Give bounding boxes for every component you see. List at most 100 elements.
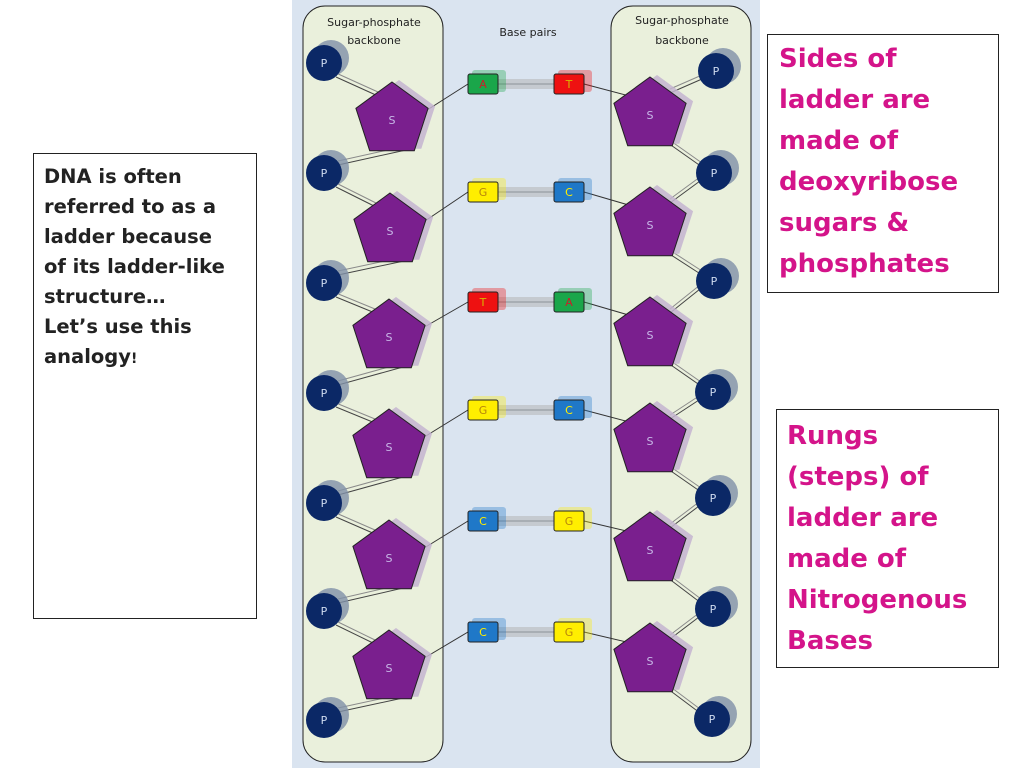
- phosphate-circle-right: [695, 374, 731, 410]
- base-label-left: C: [479, 515, 487, 528]
- left-phosphate-sugar-bond: [335, 620, 376, 641]
- base-a-right: [553, 291, 585, 313]
- sugar-pentagon-left: [352, 298, 426, 369]
- right-phosphate-sugar-bond: [669, 74, 703, 90]
- description-line: structure…: [44, 285, 166, 308]
- phosphate-circle-left: [306, 265, 342, 301]
- right-phosphate-sugar-bond: [669, 284, 701, 310]
- right-backbone-header-line1: Sugar-phosphate: [635, 14, 729, 27]
- description-text-box: DNA is often referred to as a ladder bec…: [33, 153, 257, 619]
- sugar-label: S: [647, 435, 654, 448]
- base-label-right: C: [565, 186, 573, 199]
- right-sugar-phosphate-bond: [667, 688, 701, 714]
- right-sugar-phosphate-bond: [667, 252, 703, 276]
- dna-ladder-diagram: Sugar-phosphate backbone Base pairs Suga…: [292, 0, 760, 768]
- base-c-right: [553, 181, 585, 203]
- right-sugar-phosphate-bond: [667, 142, 703, 168]
- rungs-line: made of: [787, 544, 907, 574]
- base-label-left: G: [479, 186, 488, 199]
- right-phosphate-sugar-bond: [669, 395, 700, 416]
- sides-text-box: Sides of ladder are made of deoxyribose …: [767, 34, 999, 293]
- base-label-right: A: [565, 296, 573, 309]
- rungs-line: (steps) of: [787, 462, 929, 492]
- phosphate-circle-right: [696, 263, 732, 299]
- sugar-label: S: [386, 552, 393, 565]
- base-a-left: [467, 73, 499, 95]
- base-label-right: T: [565, 78, 573, 91]
- right-sugar-phosphate-bond: [667, 468, 702, 493]
- phosphate-label: P: [321, 714, 328, 727]
- base-g-left: [467, 181, 499, 203]
- sugar-pentagon-left: [352, 519, 426, 590]
- left-phosphate-sugar-bond: [335, 296, 376, 314]
- base-t-right: [553, 73, 585, 95]
- description-line: DNA is often: [44, 165, 182, 188]
- sugar-label: S: [386, 662, 393, 675]
- left-phosphate-sugar-bond: [335, 182, 377, 204]
- phosphate-label: P: [709, 713, 716, 726]
- description-line: referred to as a: [44, 195, 216, 218]
- sugar-label: S: [389, 114, 396, 127]
- phosphate-label: P: [711, 275, 718, 288]
- base-label-left: C: [479, 626, 487, 639]
- sugar-pentagon-left: [355, 81, 429, 152]
- left-sugar-phosphate-bond: [337, 476, 404, 496]
- base-label-left: T: [479, 296, 487, 309]
- base-label-right: G: [565, 515, 574, 528]
- sugar-label: S: [647, 219, 654, 232]
- left-phosphate-sugar-bond: [335, 402, 376, 420]
- right-phosphate-sugar-bond: [669, 612, 700, 636]
- left-phosphate-sugar-bond: [335, 516, 376, 535]
- left-sugar-phosphate-bond: [337, 366, 404, 386]
- sides-line: phosphates: [779, 249, 950, 279]
- base-label-right: C: [565, 404, 573, 417]
- description-line: ladder because: [44, 225, 213, 248]
- sugar-pentagon-right: [613, 76, 687, 147]
- left-phosphate-sugar-bond: [335, 512, 376, 531]
- sides-line: made of: [779, 126, 899, 156]
- base-c-left: [467, 510, 499, 532]
- left-backbone-header-line2: backbone: [347, 34, 401, 47]
- sugar-label: S: [387, 225, 394, 238]
- left-phosphate-sugar-bond: [335, 406, 376, 424]
- sides-line: sugars &: [779, 208, 910, 238]
- rungs-text-box: Rungs (steps) of ladder are made of Nitr…: [776, 409, 999, 668]
- sugar-pentagon-right: [613, 402, 687, 473]
- left-backbone-header-line1: Sugar-phosphate: [327, 16, 421, 29]
- base-label-left: A: [479, 78, 487, 91]
- sugar-pentagon-left: [352, 629, 426, 700]
- phosphate-circle-left: [306, 593, 342, 629]
- rungs-line: Rungs: [787, 421, 879, 451]
- base-label-left: G: [479, 404, 488, 417]
- phosphate-label: P: [710, 492, 717, 505]
- phosphate-label: P: [710, 603, 717, 616]
- base-t-left: [467, 291, 499, 313]
- phosphate-label: P: [321, 167, 328, 180]
- right-phosphate-sugar-bond: [669, 176, 701, 200]
- left-phosphate-sugar-bond: [335, 186, 377, 208]
- rungs-line: Nitrogenous: [787, 585, 968, 615]
- sugar-pentagon-right: [613, 296, 687, 367]
- left-sugar-phosphate-bond: [337, 149, 407, 166]
- left-phosphate-sugar-bond: [335, 76, 379, 97]
- rungs-line: ladder are: [787, 503, 939, 533]
- phosphate-circle-left: [306, 702, 342, 738]
- base-label-right: G: [565, 626, 574, 639]
- sugar-pentagon-left: [352, 408, 426, 479]
- left-phosphate-sugar-bond: [335, 72, 379, 93]
- phosphate-label: P: [713, 65, 720, 78]
- description-analogy-word: analogy: [44, 345, 131, 368]
- sugar-label: S: [386, 331, 393, 344]
- left-phosphate-sugar-bond: [335, 624, 376, 645]
- right-backbone-header-line2: backbone: [655, 34, 709, 47]
- rungs-line: Bases: [787, 626, 873, 656]
- sides-line: Sides of: [779, 44, 897, 74]
- phosphate-circle-right: [698, 53, 734, 89]
- right-sugar-phosphate-bond: [667, 577, 702, 604]
- phosphate-label: P: [321, 387, 328, 400]
- phosphate-circle-left: [306, 375, 342, 411]
- phosphate-label: P: [321, 605, 328, 618]
- phosphate-label: P: [710, 386, 717, 399]
- base-c-left: [467, 621, 499, 643]
